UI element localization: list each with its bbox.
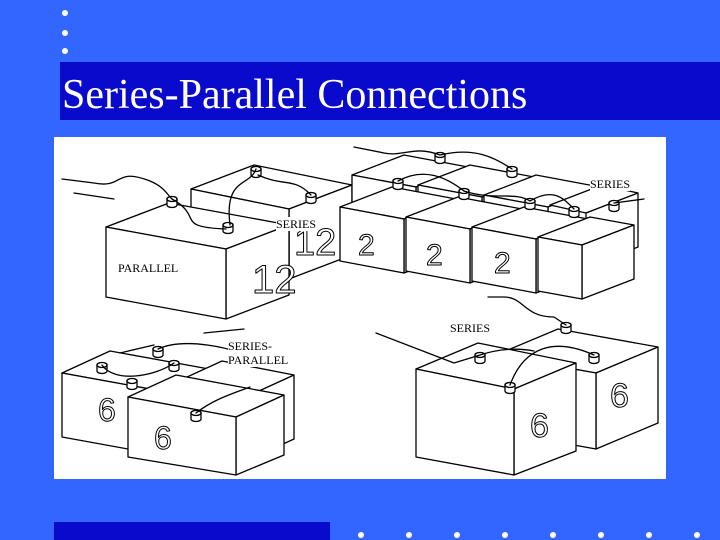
cell-number-2: 2 (426, 239, 443, 272)
slide-title: Series-Parallel Connections (62, 72, 528, 118)
top-bullet-dots (58, 6, 74, 54)
bullet-dot (62, 48, 68, 54)
bullet-dot (550, 532, 556, 538)
cell-number-2: 2 (358, 229, 375, 262)
battery-connection-diagram: 12 12 (54, 137, 666, 479)
battery-6v-pair-right (415, 328, 659, 476)
bullet-dot (646, 532, 652, 538)
bottom-bullet-dots (0, 530, 720, 540)
label-series-lower-right: SERIES (450, 321, 491, 335)
bullet-dot (502, 532, 508, 538)
bullet-dot (694, 532, 700, 538)
bullet-dot (358, 532, 364, 538)
label-series-top-right: SERIES (590, 177, 631, 191)
label-parallel: PARALLEL (118, 261, 179, 275)
bullet-dot (406, 532, 412, 538)
cell-2v-row-front (339, 186, 635, 300)
battery-number-6: 6 (530, 407, 549, 445)
cell-number-2: 2 (494, 247, 511, 280)
battery-number-6: 6 (154, 420, 172, 456)
battery-number-6: 6 (610, 377, 629, 415)
diagram-drawing: 12 12 (61, 146, 659, 476)
bullet-dot (62, 30, 68, 36)
battery-number-12: 12 (252, 258, 297, 302)
bullet-dot (454, 532, 460, 538)
battery-6v-group-left (61, 350, 295, 476)
battery-number-6: 6 (98, 392, 116, 428)
bottom-accent-bar (54, 522, 330, 540)
battery-12v-front (105, 195, 290, 320)
bullet-dot (598, 532, 604, 538)
bullet-dot (62, 10, 68, 16)
label-series-parallel: SERIES- PARALLEL (228, 339, 289, 367)
title-bar (60, 62, 720, 120)
label-series-middle: SERIES (276, 217, 317, 231)
